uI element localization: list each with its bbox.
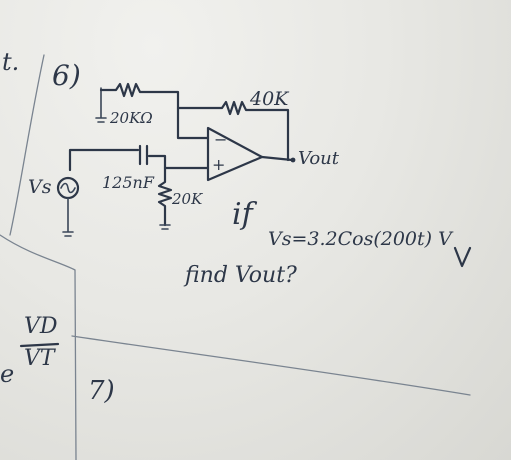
check-mark-icon [453, 246, 472, 268]
opamp-plus-sign: + [212, 155, 226, 174]
problem-7-number: 7) [88, 376, 115, 406]
condition-if: if [232, 197, 253, 232]
output-node-dot [290, 157, 296, 163]
corner-mark: t. [2, 48, 20, 76]
problem-6-number: 6) [52, 59, 81, 92]
sine-wave-icon [60, 182, 76, 194]
left-fragment: e [0, 360, 15, 388]
opamp-minus-sign: − [214, 130, 228, 149]
feedback-resistor-label: 40K [250, 88, 289, 110]
left-panel-edge [0, 234, 77, 460]
fraction-bar [19, 342, 60, 348]
ground-resistor-zigzag [157, 166, 173, 227]
condition-expression: Vs=3.2Cos(200t) V [268, 228, 452, 250]
capacitor-plates [138, 144, 149, 166]
source-top-wire [68, 148, 140, 172]
output-wire [260, 155, 294, 162]
input-resistor-label: 20KΩ [110, 109, 153, 127]
find-vout-question: find Vout? [185, 263, 297, 288]
ground-symbol-top [95, 87, 107, 123]
ground-symbol-resistor [159, 224, 171, 230]
ground-symbol-source [62, 197, 74, 237]
ground-resistor-label: 20K [172, 190, 203, 208]
opamp-triangle [206, 126, 264, 182]
fraction-denominator: VT [24, 346, 55, 371]
capacitor-label: 125nF [102, 173, 154, 192]
fraction-numerator: VD [24, 314, 58, 339]
cap-to-plus-wire [147, 154, 210, 170]
feedback-resistor-wire [176, 100, 290, 162]
output-label: Vout [298, 148, 340, 169]
source-label: Vs [28, 176, 52, 198]
section-divider-line [71, 335, 471, 396]
left-margin-stroke [9, 54, 45, 236]
